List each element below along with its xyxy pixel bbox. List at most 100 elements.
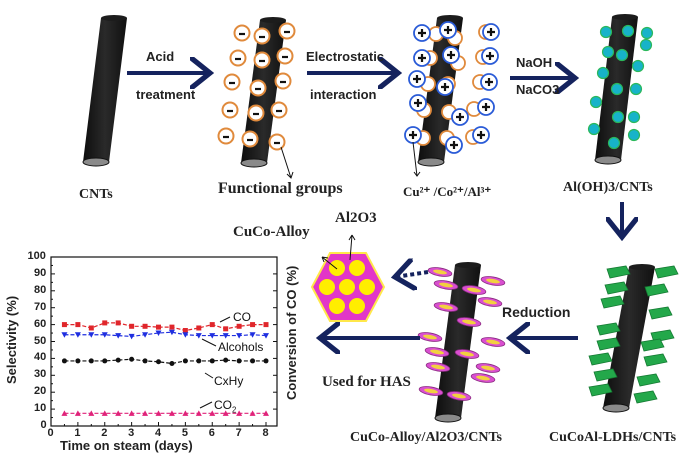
legend-leader-alcohols: [201, 338, 217, 347]
step-label-interaction: interaction: [310, 87, 377, 102]
legend-leader-co2: [199, 401, 213, 409]
y-tick-label: 0: [40, 419, 47, 431]
data-point-co2: [182, 410, 189, 416]
tube-end: [594, 155, 622, 165]
process-arrows-layer: [127, 73, 622, 338]
tube-body: [435, 265, 481, 418]
data-point-cxhy: [115, 357, 121, 363]
legend-label-co2-text: CO: [214, 398, 232, 412]
alloy-particle-layer: [310, 234, 386, 322]
functional-group-pointer: [280, 146, 292, 179]
cuco-alloy-particle: [349, 260, 365, 276]
ldh-plate: [643, 353, 668, 367]
positive-charge-icon: [477, 131, 485, 139]
data-point-co2: [222, 410, 229, 416]
data-point-co2: [168, 410, 175, 416]
ldh-plate: [604, 281, 629, 295]
positive-charge-icon: [485, 78, 493, 86]
hydroxide-dot: [607, 136, 621, 150]
data-point-co: [156, 324, 161, 330]
y-tick-label: 40: [34, 351, 47, 364]
x-tick-label: 8: [262, 427, 269, 439]
tube-top: [437, 15, 463, 21]
data-point-alcohols: [88, 332, 95, 338]
hydroxide-dot: [627, 128, 641, 142]
functional-group-pointer-head: [286, 171, 294, 179]
data-point-alcohols: [263, 333, 269, 339]
ldh-plate: [606, 265, 631, 279]
alloy-particle: [431, 364, 445, 370]
legend-leader-cxhy: [204, 372, 214, 379]
tube-top: [260, 17, 286, 23]
alloy-particle: [462, 319, 476, 325]
hydroxide-dot: [587, 122, 601, 136]
data-point-co: [182, 328, 188, 334]
data-point-co2: [195, 410, 202, 416]
data-point-cxhy: [156, 359, 161, 365]
ldh-plate: [633, 390, 658, 404]
hydroxide-dot: [640, 26, 654, 40]
step-label-acid: Acid: [146, 49, 175, 64]
alloy-particle: [476, 375, 490, 381]
ldh-plate: [654, 265, 679, 279]
ion-pointer: [412, 141, 418, 177]
legend-label-co2: CO2: [214, 398, 236, 414]
data-point-cxhy: [75, 358, 81, 364]
alloy-particle: [486, 339, 500, 345]
arrow-zoom-particle: [395, 272, 429, 277]
legend-label-co: CO: [233, 310, 251, 324]
alloy-particle: [486, 278, 500, 284]
x-tick-label: 4: [155, 427, 162, 439]
data-point-cxhy: [182, 358, 188, 364]
ldh-plate: [596, 322, 621, 336]
data-point-alcohols: [168, 329, 175, 336]
data-point-alcohols: [155, 330, 162, 337]
cuco-alloy-particle: [359, 279, 375, 295]
ldh-plate: [640, 338, 665, 352]
tube-top: [612, 14, 638, 20]
alloy-particle: [452, 393, 466, 399]
alloy-tube: [434, 262, 481, 423]
tube-top: [629, 264, 655, 270]
data-point-co2: [236, 410, 243, 416]
data-point-co2: [209, 410, 216, 416]
series-line-cxhy: [64, 358, 266, 365]
data-point-co: [102, 320, 108, 326]
cuco-alloy-particle: [329, 298, 345, 314]
x-tick-label: 6: [208, 427, 215, 439]
y-tick-label: 90: [34, 266, 47, 279]
series-line-co: [64, 322, 266, 332]
y-tick-label: 80: [34, 283, 47, 296]
y-tick-label: 20: [34, 385, 47, 398]
data-point-co2: [128, 410, 135, 416]
data-point-alcohols: [101, 332, 108, 338]
stage-label-ions: Cu²⁺ /Co²⁺/Al³⁺: [403, 184, 492, 199]
alloy-particle: [467, 287, 481, 293]
data-point-co2: [74, 410, 81, 416]
ion-pointer-head: [413, 171, 421, 177]
data-point-co: [115, 320, 121, 326]
positive-charge-icon: [486, 52, 494, 60]
data-point-co: [209, 322, 215, 328]
tube-top: [455, 262, 481, 268]
data-point-alcohols: [128, 333, 135, 340]
alloy-particle: [439, 282, 453, 288]
x-tick-label: 0: [47, 427, 54, 439]
data-point-co2: [61, 410, 68, 416]
ldh-plate: [648, 306, 673, 320]
data-point-alcohols: [222, 333, 229, 339]
hydroxide-dot: [631, 59, 645, 73]
data-point-co: [75, 322, 81, 328]
data-point-co: [61, 322, 67, 328]
data-point-co: [196, 325, 202, 331]
cuco-alloy-particle: [349, 298, 365, 314]
data-point-co2: [88, 410, 95, 416]
data-point-alcohols: [236, 333, 243, 339]
data-point-co2: [249, 410, 256, 416]
data-point-alcohols: [61, 332, 68, 338]
data-point-co2: [155, 410, 162, 416]
cnt-tube: [82, 15, 127, 167]
tube-end: [417, 157, 445, 167]
alloy-particle: [433, 269, 447, 275]
data-point-alcohols: [74, 332, 81, 338]
